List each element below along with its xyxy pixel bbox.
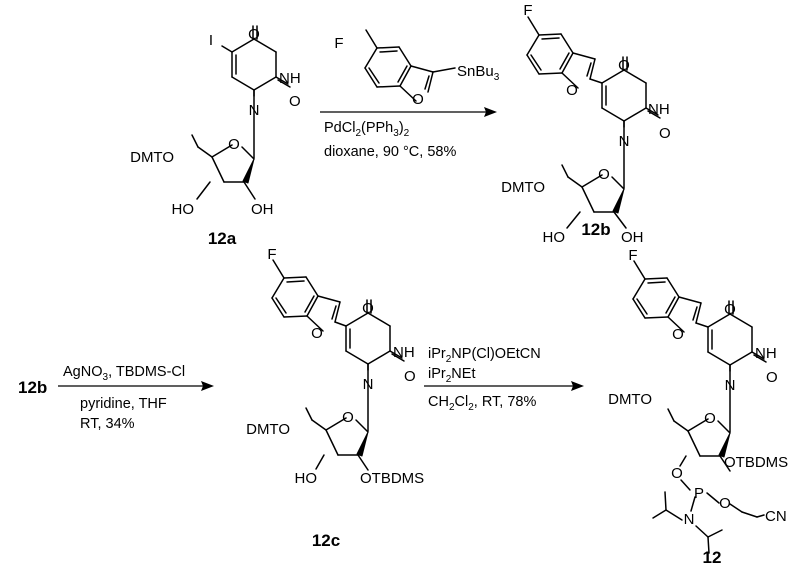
ring-o-atom: O: [598, 166, 610, 183]
otbdms-group: OTBDMS: [360, 470, 424, 487]
ho-group: HO: [543, 229, 566, 246]
ring-o-atom: O: [704, 410, 716, 427]
compound-label-12a: 12a: [208, 229, 237, 248]
furan-o-atom: O: [566, 82, 578, 99]
compound-label-12b-start: 12b: [18, 378, 47, 397]
carbonyl-o-atom: O: [404, 368, 416, 385]
n-atom: N: [619, 133, 630, 150]
arrow-step2: [58, 381, 214, 391]
fluoro-atom: F: [523, 2, 532, 19]
carbonyl-o-atom: O: [766, 369, 778, 386]
compound-12: F O O NH O N O DMTO OTBDMS O P O N CN 12: [608, 247, 788, 567]
n-atom: N: [249, 102, 260, 119]
subscript-3: 3: [494, 72, 500, 83]
ho-group: HO: [172, 201, 195, 218]
dmto-group: DMTO: [246, 421, 290, 438]
step2-conditions: AgNO3, TBDMS-Cl pyridine, THF RT, 34%: [63, 364, 185, 432]
arrow-step3: [424, 381, 584, 391]
step2-solvent: pyridine, THF: [80, 396, 167, 412]
fluoro-atom: F: [334, 35, 343, 52]
compound-12b: F O O NH O N O DMTO HO OH 12b: [501, 2, 671, 246]
arrow-step1: [320, 107, 497, 117]
step3-conditions: iPr2NP(Cl)OEtCN iPr2NEt CH2Cl2, RT, 78%: [428, 346, 541, 413]
po-atom: O: [719, 495, 731, 512]
step3-reagent2: iPr2NEt: [428, 366, 475, 385]
compound-label-12: 12: [703, 548, 722, 567]
stannane-reagent: F O SnBu3: [334, 29, 500, 108]
nh-atom: NH: [279, 70, 301, 87]
ring-o-atom: O: [342, 409, 354, 426]
dmto-group: DMTO: [130, 149, 174, 166]
amine-n-atom: N: [684, 511, 695, 528]
step1-solvent-temp-yield: dioxane, 90 °C, 58%: [324, 144, 456, 160]
fluoro-atom: F: [628, 247, 637, 264]
ho-group: HO: [295, 470, 318, 487]
compound-label-12b: 12b: [581, 220, 610, 239]
nh-atom: NH: [648, 101, 670, 118]
n-atom: N: [725, 377, 736, 394]
oh-group: OH: [251, 201, 274, 218]
nitrile-group: CN: [765, 508, 787, 525]
otbdms-group: OTBDMS: [724, 454, 788, 471]
phosphorus-atom: P: [694, 485, 704, 502]
ring-o-atom: O: [228, 136, 240, 153]
nh-atom: NH: [755, 345, 777, 362]
carbonyl-o-atom: O: [362, 300, 374, 317]
carbonyl-o-atom: O: [248, 26, 260, 43]
nh-atom: NH: [393, 344, 415, 361]
oh-group: OH: [621, 229, 644, 246]
step3-solvent-temp-yield: CH2Cl2, RT, 78%: [428, 394, 536, 413]
dmto-group: DMTO: [501, 179, 545, 196]
compound-12c: F O O NH O N O DMTO HO OTBDMS 12c: [246, 246, 424, 550]
step2-reagents: AgNO3, TBDMS-Cl: [63, 364, 185, 383]
step1-conditions: PdCl2(PPh3)2 dioxane, 90 °C, 58%: [324, 120, 456, 160]
n-atom: N: [363, 376, 374, 393]
step2-temp-yield: RT, 34%: [80, 416, 135, 432]
carbonyl-o-atom: O: [289, 93, 301, 110]
fluoro-atom: F: [267, 246, 276, 263]
compound-label-12c: 12c: [312, 531, 340, 550]
furan-o-atom: O: [311, 325, 323, 342]
step3-reagent1: iPr2NP(Cl)OEtCN: [428, 346, 541, 365]
carbonyl-o-atom: O: [618, 57, 630, 74]
furan-o-atom: O: [672, 326, 684, 343]
carbonyl-o-atom: O: [724, 301, 736, 318]
catalyst-text: PdCl2(PPh3)2: [324, 120, 410, 139]
snbu-text: SnBu: [457, 63, 494, 80]
stannyl-group: SnBu3: [457, 63, 500, 83]
furan-o-atom: O: [412, 91, 424, 108]
o3-atom: O: [671, 465, 683, 482]
compound-12a: I O NH O N O DMTO HO OH 12a: [130, 25, 301, 248]
dmto-group: DMTO: [608, 391, 652, 408]
iodo-atom: I: [209, 32, 213, 49]
carbonyl-o-atom: O: [659, 125, 671, 142]
